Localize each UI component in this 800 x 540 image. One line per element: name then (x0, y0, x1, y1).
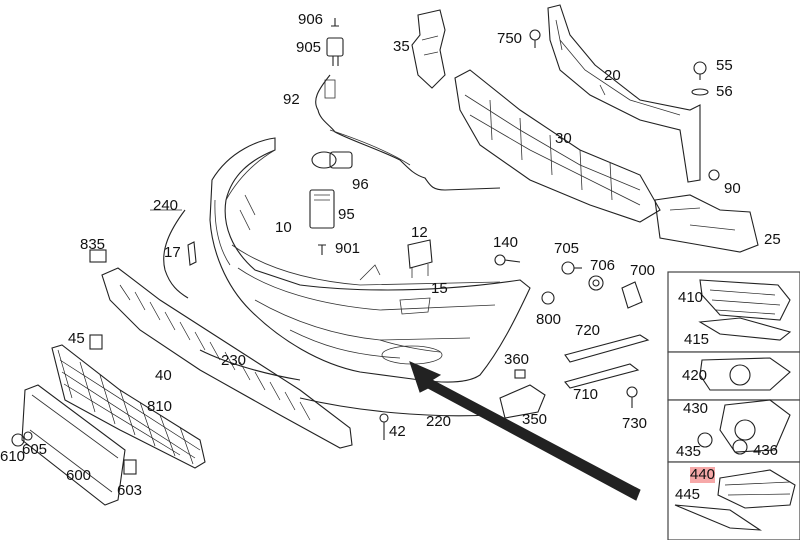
label-40: 40 (155, 367, 172, 384)
label-800: 800 (536, 311, 562, 328)
trim-230 (199, 349, 301, 381)
trim-220 (299, 397, 491, 417)
label-230: 230 (221, 352, 247, 369)
label-10: 10 (275, 219, 292, 236)
screw-800 (541, 291, 555, 305)
label-835: 835 (80, 236, 106, 253)
right-panel (667, 271, 800, 540)
screw-90 (708, 169, 720, 181)
bracket-350 (499, 369, 546, 419)
clip-17 (187, 241, 197, 266)
label-706: 706 (590, 257, 616, 274)
label-603: 603 (117, 482, 143, 499)
clip-140 (494, 254, 521, 266)
license-plate (21, 384, 126, 506)
impact-absorber (454, 69, 661, 223)
label-15: 15 (431, 280, 448, 297)
label-420: 420 (682, 367, 708, 384)
trim-strip-240 (163, 209, 189, 299)
label-435: 435 (676, 443, 702, 460)
spoiler-40 (101, 267, 353, 449)
tow-hook-cover (407, 239, 433, 278)
label-440-highlighted: 440 (690, 466, 716, 483)
parking-sensor (311, 151, 353, 169)
bumper-cover (209, 137, 531, 383)
label-220: 220 (426, 413, 452, 430)
mount-700 (621, 281, 643, 309)
label-35: 35 (393, 38, 410, 55)
label-901: 901 (335, 240, 361, 257)
label-42: 42 (389, 423, 406, 440)
crossmember (547, 4, 701, 183)
side-bracket-left (411, 9, 446, 89)
label-140: 140 (493, 234, 519, 251)
callout-arrow (409, 361, 641, 501)
bracket-710 (564, 363, 640, 389)
label-705: 705 (554, 240, 580, 257)
label-436: 436 (753, 442, 779, 459)
label-905: 905 (296, 39, 322, 56)
clip-835 (89, 249, 107, 263)
clip-705 (561, 261, 582, 275)
label-810: 810 (147, 398, 173, 415)
label-55: 55 (716, 57, 733, 74)
label-240: 240 (153, 197, 179, 214)
label-17: 17 (164, 244, 181, 261)
screw-750 (529, 29, 541, 48)
label-90: 90 (724, 180, 741, 197)
label-360: 360 (504, 351, 530, 368)
screw-55 (691, 61, 709, 96)
washer-706 (588, 275, 604, 291)
label-350: 350 (522, 411, 548, 428)
grille-810 (51, 344, 206, 469)
label-30: 30 (555, 130, 572, 147)
label-610: 610 (0, 448, 26, 465)
label-600: 600 (66, 467, 92, 484)
label-730: 730 (622, 415, 648, 432)
label-700: 700 (630, 262, 656, 279)
label-906: 906 (298, 11, 324, 28)
label-430: 430 (683, 400, 709, 417)
fasteners-610 (11, 431, 137, 475)
sensor-harness (315, 74, 501, 191)
label-720: 720 (575, 322, 601, 339)
screw-42 (379, 413, 389, 440)
label-25: 25 (764, 231, 781, 248)
label-96: 96 (352, 176, 369, 193)
label-45: 45 (68, 330, 85, 347)
label-56: 56 (716, 83, 733, 100)
label-12: 12 (411, 224, 428, 241)
clip-45 (89, 334, 103, 350)
bracket-720 (564, 334, 650, 363)
label-95: 95 (338, 206, 355, 223)
label-750: 750 (497, 30, 523, 47)
screw-730 (626, 386, 638, 408)
label-415: 415 (684, 331, 710, 348)
control-unit (309, 189, 335, 255)
sensor-bracket (326, 18, 344, 66)
label-445: 445 (675, 486, 701, 503)
label-410: 410 (678, 289, 704, 306)
label-605: 605 (22, 441, 48, 458)
label-20: 20 (604, 67, 621, 84)
label-710: 710 (573, 386, 599, 403)
label-92: 92 (283, 91, 300, 108)
side-bracket-right (654, 194, 759, 253)
